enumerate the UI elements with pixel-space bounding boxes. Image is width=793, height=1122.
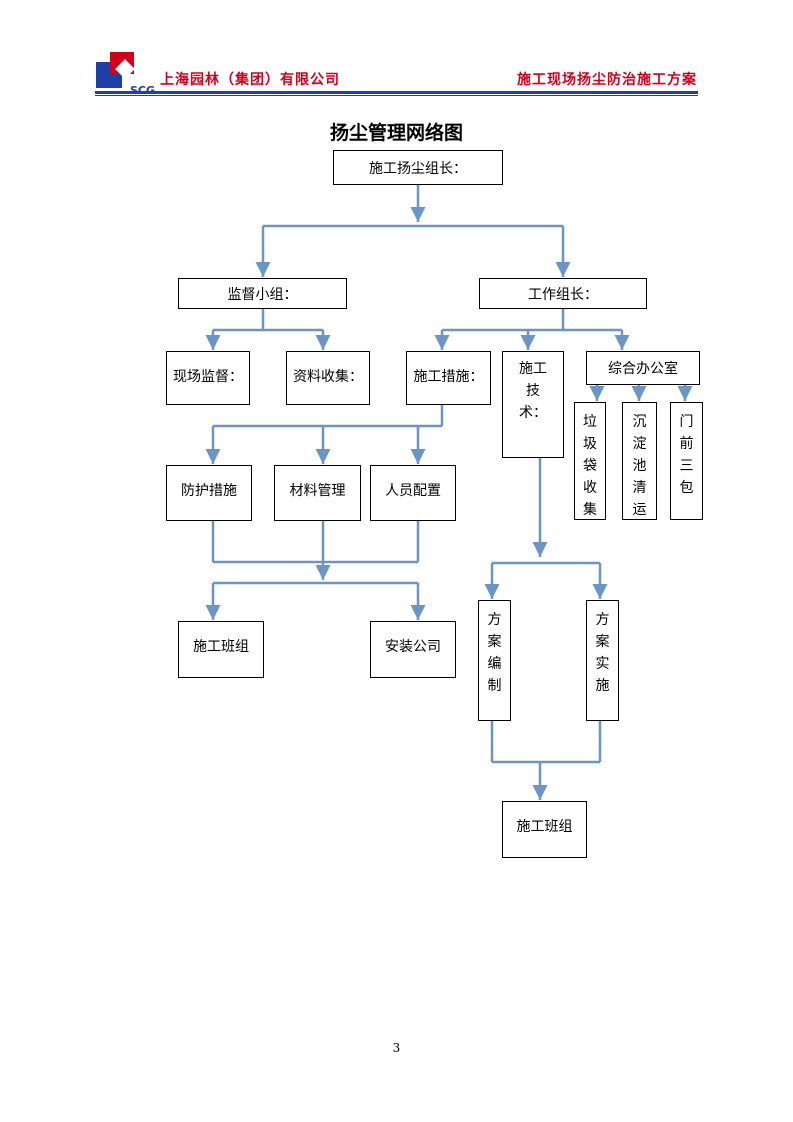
node-sediment: 沉淀池清运 [622,402,657,520]
node-site-supervision: 现场监督： [166,351,250,405]
node-team-2: 施工班组 [502,801,587,858]
node-install-company: 安装公司 [370,621,456,678]
header-rule [95,91,698,94]
scg-logo: SCG [96,52,155,96]
node-construction-tech: 施工技术： [502,351,564,458]
node-office: 综合办公室 [586,351,700,385]
document-title: 施工现场扬尘防治施工方案 [517,72,697,88]
node-garbage: 垃圾袋收集 [574,402,606,520]
node-construction-measures: 施工措施： [406,351,491,405]
node-leader: 施工扬尘组长： [333,150,503,185]
node-protection: 防护措施 [166,465,252,521]
node-work-leader: 工作组长： [479,278,647,309]
node-three-guarantees: 门前三包 [670,402,703,520]
node-plan-compile: 方案编制 [478,600,511,721]
node-plan-implement: 方案实施 [586,600,619,721]
node-supervision-group: 监督小组： [178,278,347,309]
page-number: 3 [392,1041,401,1055]
node-materials: 材料管理 [274,465,361,521]
company-name: 上海园林（集团）有限公司 [160,72,340,88]
node-team-1: 施工班组 [178,621,264,678]
chart-title: 扬尘管理网络图 [329,122,463,144]
node-staffing: 人员配置 [370,465,456,521]
node-data-collection: 资料收集： [286,351,370,405]
header-rule-thin [95,95,698,96]
